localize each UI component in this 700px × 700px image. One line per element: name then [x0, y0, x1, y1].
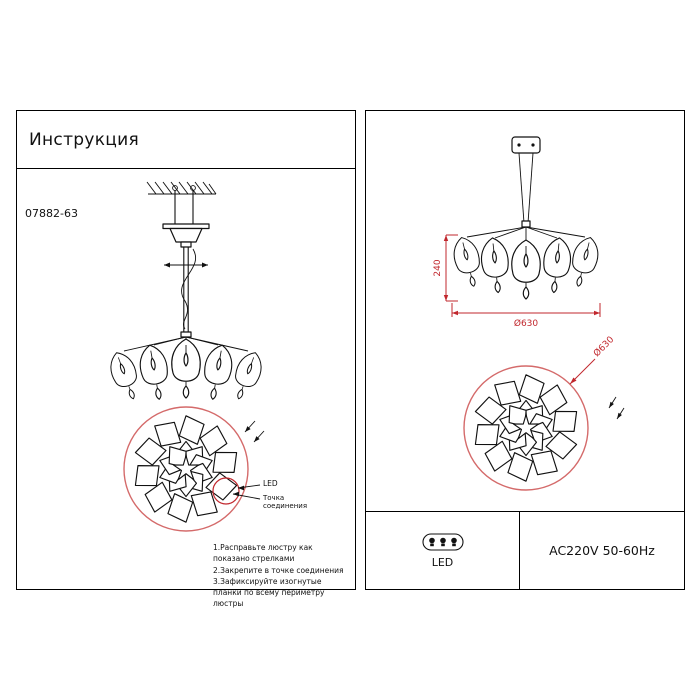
- power-spec-value: AC220V 50-60Hz: [549, 543, 655, 558]
- diameter-dimension: Ø630: [451, 303, 601, 329]
- ceiling-hatch: [146, 181, 217, 195]
- spec-row: LED AC220V 50-60Hz: [366, 511, 684, 589]
- connection-point-highlight: [212, 477, 240, 505]
- led-spec-cell: LED: [366, 512, 520, 589]
- instruction-step-1: 1.Расправьте люстру как показано стрелка…: [213, 543, 313, 564]
- page-title: Инструкция: [17, 111, 355, 169]
- mounting-drawing: [105, 181, 267, 532]
- chandelier-side-view: [449, 226, 603, 300]
- unfold-arrows: [244, 420, 265, 443]
- callout-leaders: [232, 484, 261, 500]
- height-dimension-value: 240: [433, 259, 443, 276]
- dimension-drawing: 240 Ø630 Ø630: [433, 136, 625, 491]
- led-callout-label: LED: [263, 479, 278, 488]
- power-spec-cell: AC220V 50-60Hz: [520, 512, 684, 589]
- dimensions-panel: 240 Ø630 Ø630: [365, 110, 685, 590]
- rotation-arrows: [608, 396, 625, 420]
- adjust-arrow: [164, 262, 208, 268]
- instruction-step-3: 3.Зафиксируйте изогнутые планки по всему…: [213, 576, 325, 609]
- suspension-rod: [180, 247, 196, 338]
- model-number: 07882-63: [25, 207, 78, 220]
- chandelier-top-view-dimensioned: [463, 365, 589, 491]
- assembly-instructions: 1.Расправьте люстру как показано стрелка…: [213, 542, 345, 610]
- led-spec-label: LED: [431, 556, 454, 569]
- chandelier-top-view: [123, 406, 249, 532]
- diameter-dimension-value: Ø630: [514, 318, 539, 329]
- instruction-panel: Инструкция 07882-63: [16, 110, 356, 608]
- top-diameter-dimension: Ø630: [569, 334, 616, 385]
- top-diameter-value: Ø630: [591, 334, 616, 359]
- connection-point-label: Точка соединения: [263, 494, 308, 511]
- led-bulbs-icon: [421, 533, 464, 551]
- height-dimension: 240: [433, 234, 458, 302]
- power-wire: [181, 248, 196, 330]
- canopy-assembly: [162, 185, 210, 248]
- canopy-side-view: [511, 136, 541, 228]
- instruction-step-2: 2.Закрепите в точке соединения: [213, 565, 344, 575]
- chandelier-front-view: [105, 336, 267, 404]
